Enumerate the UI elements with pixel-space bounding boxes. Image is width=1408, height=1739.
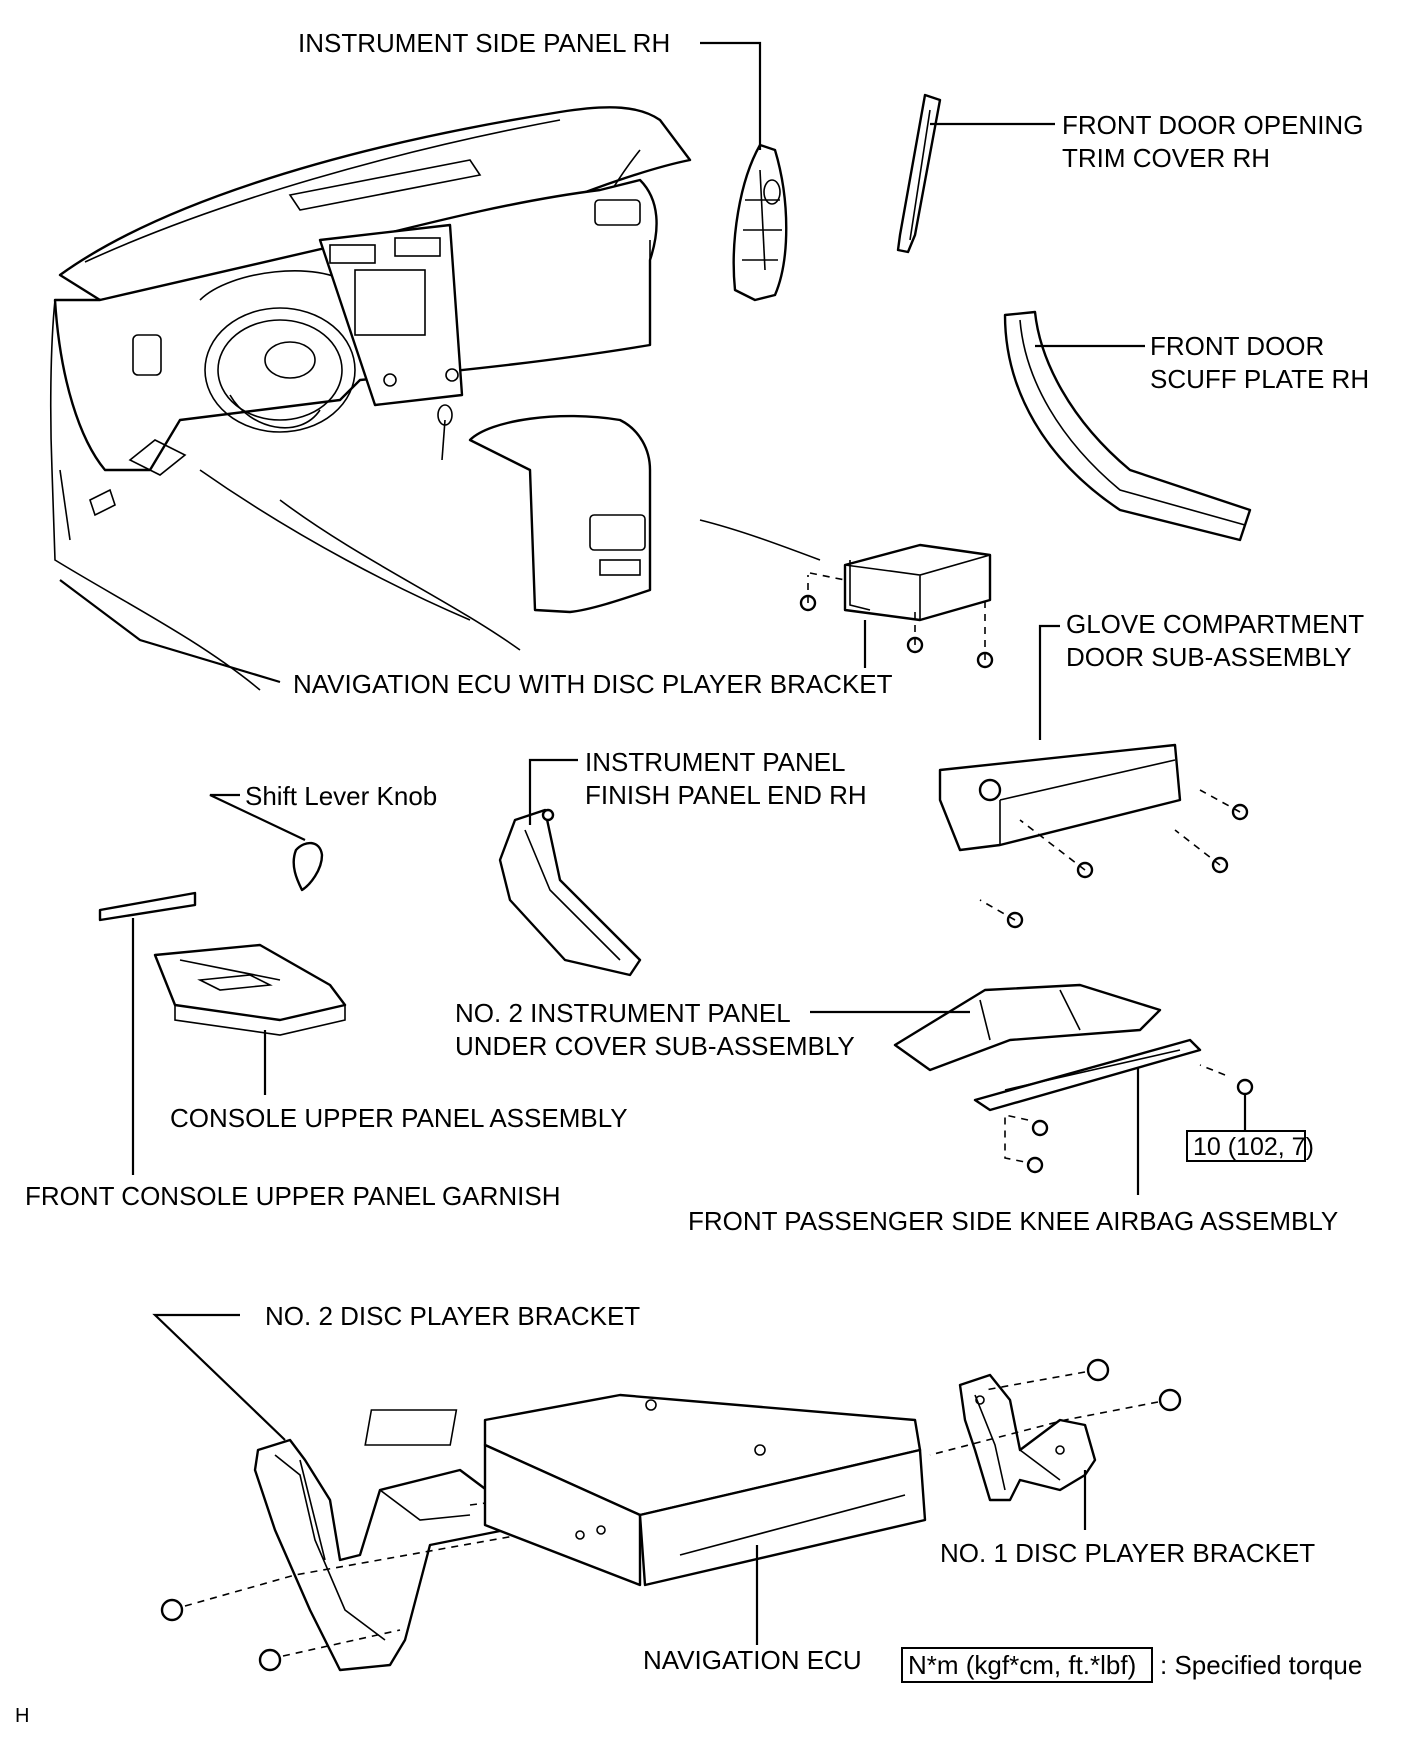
torque-value: 10 (102, 7) [1193, 1133, 1314, 1161]
leader-no2-disc-bracket [152, 1313, 286, 1441]
torque-value-box [1186, 1130, 1306, 1162]
instrument-panel-finish-panel-end-rh-part [498, 808, 642, 977]
label-front-door-opening-trim-cover-rh: FRONT DOOR OPENING TRIM COVER RH [1062, 110, 1371, 173]
bolt-left-lower [258, 1648, 282, 1672]
front-passenger-knee-airbag-part [973, 1038, 1254, 1174]
legend-unit: N*m (kgf*cm, ft.*lbf) [908, 1650, 1136, 1680]
leader-instrument-side-panel-rh [700, 41, 762, 150]
label-front-console-upper-panel-garnish: FRONT CONSOLE UPPER PANEL GARNISH [25, 1181, 561, 1211]
no2-instrument-panel-under-cover-part [893, 983, 1162, 1072]
no1-disc-player-bracket-part [958, 1373, 1097, 1502]
leader-instrument-panel-finish-end-rh [528, 758, 578, 825]
label-front-passenger-side-knee-airbag-assembly: FRONT PASSENGER SIDE KNEE AIRBAG ASSEMBL… [688, 1206, 1338, 1236]
shift-lever-knob-part [292, 841, 324, 892]
label-navigation-ecu-with-disc-player-bracket: NAVIGATION ECU WITH DISC PLAYER BRACKET [293, 669, 893, 699]
label-glove-compartment-door-sub-assembly: GLOVE COMPARTMENT DOOR SUB-ASSEMBLY [1066, 609, 1371, 672]
label-console-upper-panel-assembly: CONSOLE UPPER PANEL ASSEMBLY [170, 1103, 628, 1133]
label-no2-instrument-panel-under-cover: NO. 2 INSTRUMENT PANEL UNDER COVER SUB-A… [455, 998, 855, 1061]
label-front-door-scuff-plate-rh: FRONT DOOR SCUFF PLATE RH [1150, 331, 1369, 394]
label-instrument-side-panel-rh: INSTRUMENT SIDE PANEL RH [298, 28, 670, 58]
leader-shift-lever-knob [209, 793, 306, 841]
no2-disc-player-bracket-part [253, 1438, 507, 1672]
dashboard-illustration [49, 106, 821, 691]
bolt-left-upper [160, 1598, 184, 1622]
console-upper-panel-assembly-part [153, 943, 347, 1036]
legend-unit-box [901, 1647, 1153, 1683]
navigation-ecu-box-part [364, 1393, 927, 1587]
navigation-ecu-with-bracket-part [799, 543, 994, 669]
front-door-scuff-plate-rh-part [1003, 310, 1252, 542]
front-door-opening-trim-cover-rh-part [896, 93, 942, 254]
bolt-right-lower [1158, 1388, 1182, 1412]
leader-navigation-ecu-with-bracket-dash [59, 579, 281, 684]
label-no2-disc-player-bracket: NO. 2 DISC PLAYER BRACKET [265, 1301, 640, 1331]
legend-text: : Specified torque [1160, 1650, 1362, 1680]
bolt-right-upper [1086, 1358, 1110, 1382]
glove-compartment-door-part [938, 743, 1249, 929]
label-instrument-panel-finish-panel-end-rh: INSTRUMENT PANEL FINISH PANEL END RH [585, 747, 867, 810]
label-shift-lever-knob: Shift Lever Knob [245, 781, 437, 811]
label-navigation-ecu: NAVIGATION ECU [643, 1645, 862, 1675]
instrument-side-panel-rh-part [732, 143, 788, 302]
leader-glove-compartment [1038, 624, 1060, 740]
corner-code: H [15, 1705, 29, 1727]
label-no1-disc-player-bracket: NO. 1 DISC PLAYER BRACKET [940, 1538, 1315, 1568]
front-console-upper-panel-garnish-part [98, 891, 197, 922]
